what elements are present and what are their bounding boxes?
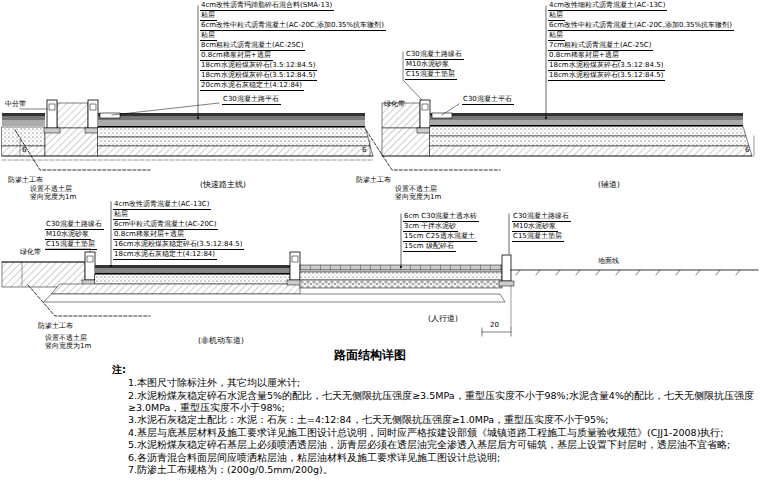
- callout-label: 4cm改性沥青玛蹄脂碎石混合料(SMA-13): [200, 1, 334, 11]
- dimension-label: 地面线: [598, 257, 619, 266]
- callout-label: 0.8cm稀浆封层+透层: [548, 51, 621, 61]
- dimension-label: 防渗土工布: [8, 176, 43, 185]
- dimension-label: 绿化带: [20, 248, 41, 257]
- note-line: 7.防渗土工布规格为：(200g/0.5mm/200g)。: [128, 464, 754, 476]
- callout-label: 粘层: [200, 11, 217, 21]
- dimension-label: 竖向宽度为1m: [30, 193, 76, 202]
- callout-label: 粘层: [548, 11, 565, 21]
- note-line: 5.水泥粉煤灰稳定碎石基层上必须喷洒透层油，沥青层必须在透层油完全渗透入基层后方…: [128, 439, 754, 451]
- callout-label: 6cm改性中粒式沥青混凝土(AC-20C,添加0.35%抗车辙剂): [200, 21, 386, 31]
- callout-label: 18cm水泥粉煤灰碎石(3.5:12:84.5): [200, 71, 317, 81]
- note-line: 2.水泥粉煤灰稳定碎石水泥含量5%的配比，七天无侧限抗压强度≥3.5MPa，重型…: [128, 390, 754, 414]
- callout-label: M10水泥砂浆: [45, 230, 91, 240]
- callout-label: 18cm水泥粉煤灰碎石(3.5:12:84.5): [548, 61, 665, 71]
- callout-label: 15cm 级配碎石: [403, 242, 456, 252]
- callout-label: 6cm中粒式沥青混凝土(AC-20C): [113, 220, 218, 230]
- dimension-label: 设置不透土层: [30, 185, 72, 194]
- callout-label: C30混凝土路平石: [222, 95, 281, 105]
- callout-label: 3cm 干拌水泥砂: [403, 222, 458, 232]
- callout-label: M10水泥砂浆: [405, 60, 451, 70]
- dimension-label: 设置不透土层: [45, 334, 87, 343]
- section-name: (快速路主线): [200, 180, 246, 190]
- note-line: 1.本图尺寸除标注外，其它均以厘米计;: [128, 377, 754, 389]
- callout-label: 20cm水泥石灰稳定土(4:12:84): [200, 81, 304, 91]
- section-name: (人行道): [428, 314, 458, 324]
- callout-label: C15混凝土垫层: [45, 240, 97, 250]
- callout-label: M10水泥砂浆: [512, 222, 558, 232]
- dimension-label: 防渗土工布: [356, 176, 391, 185]
- callout-label: 15cm C25透水混凝土: [403, 232, 477, 242]
- callout-label: 18cm水泥石灰稳定土(4:12:84): [113, 250, 217, 260]
- section-name: (非机动车道): [198, 336, 244, 346]
- section-name: (辅道): [598, 180, 620, 190]
- callout-label: C15混凝土垫层: [512, 232, 564, 242]
- dimension-label: 6: [22, 146, 26, 155]
- callout-label: 粘层: [548, 31, 565, 41]
- dimension-label: 20: [490, 321, 499, 330]
- callout-label: 18cm水泥粉煤灰碎石(3.5:12:84.5): [200, 61, 317, 71]
- callout-label: 6cm C30混凝土透水砖: [403, 212, 479, 222]
- note-line: 6.各沥青混合料面层间应喷洒粘层油，粘层油材料及施工要求详见施工图设计总说明;: [128, 452, 754, 464]
- callout-label: C30混凝土路缘石: [45, 220, 104, 230]
- callout-label: 7cm粗粒式沥青混凝土(AC-25C): [548, 41, 653, 51]
- dimension-label: 防渗土工布: [38, 322, 73, 331]
- callout-label: 6cm改性中粒式沥青混凝土(AC-20C,添加0.35%抗车辙剂): [548, 21, 734, 31]
- dimension-label: 6: [362, 146, 366, 155]
- dimension-label: 6: [745, 146, 749, 155]
- callout-label: 8cm粗粒式沥青混凝土(AC-25C): [200, 41, 305, 51]
- dimension-label: 绿化带: [384, 100, 405, 109]
- note-line: 3.水泥石灰稳定土配比：水泥：石灰：土=4:12:84，七天无侧限抗压强度≥1.…: [128, 414, 754, 426]
- callout-label: 粘层: [200, 31, 217, 41]
- callout-label: C30混凝土路缘石: [405, 50, 464, 60]
- callout-label: 18cm水泥粉煤灰碎石(3.5:12:84.5): [548, 71, 665, 81]
- notes-heading: 注:: [112, 364, 126, 376]
- callout-label: 4cm改性细粒式沥青混凝土(AC-13C): [548, 1, 667, 11]
- dimension-label: 竖向宽度为1m: [395, 193, 441, 202]
- dimension-label: 竖向宽度为1m: [45, 342, 91, 351]
- dimension-label: 中分带: [5, 100, 26, 109]
- callout-label: 粘层: [113, 210, 130, 220]
- callout-label: 0.8cm稀浆封层+透层: [113, 230, 186, 240]
- diagram-title: 路面结构详图: [280, 348, 460, 362]
- callout-label: 4cm改性沥青混凝土(AC-13C): [113, 200, 211, 210]
- note-line: 4.基层与底基层材料及施工要求详见施工图设计总说明，同时应严格按建设部颁《城镇道…: [128, 427, 754, 439]
- callout-label: C30混凝土路缘石: [512, 212, 571, 222]
- callout-label: C30混凝土平石: [462, 95, 514, 105]
- dimension-label: 设置不透土层: [395, 185, 437, 194]
- callout-label: C15混凝土垫层: [405, 70, 457, 80]
- callout-label: 16cm水泥粉煤灰稳定碎石(3.5:12:84.5): [113, 240, 244, 250]
- callout-label: 0.8cm稀浆封层+透层: [200, 51, 273, 61]
